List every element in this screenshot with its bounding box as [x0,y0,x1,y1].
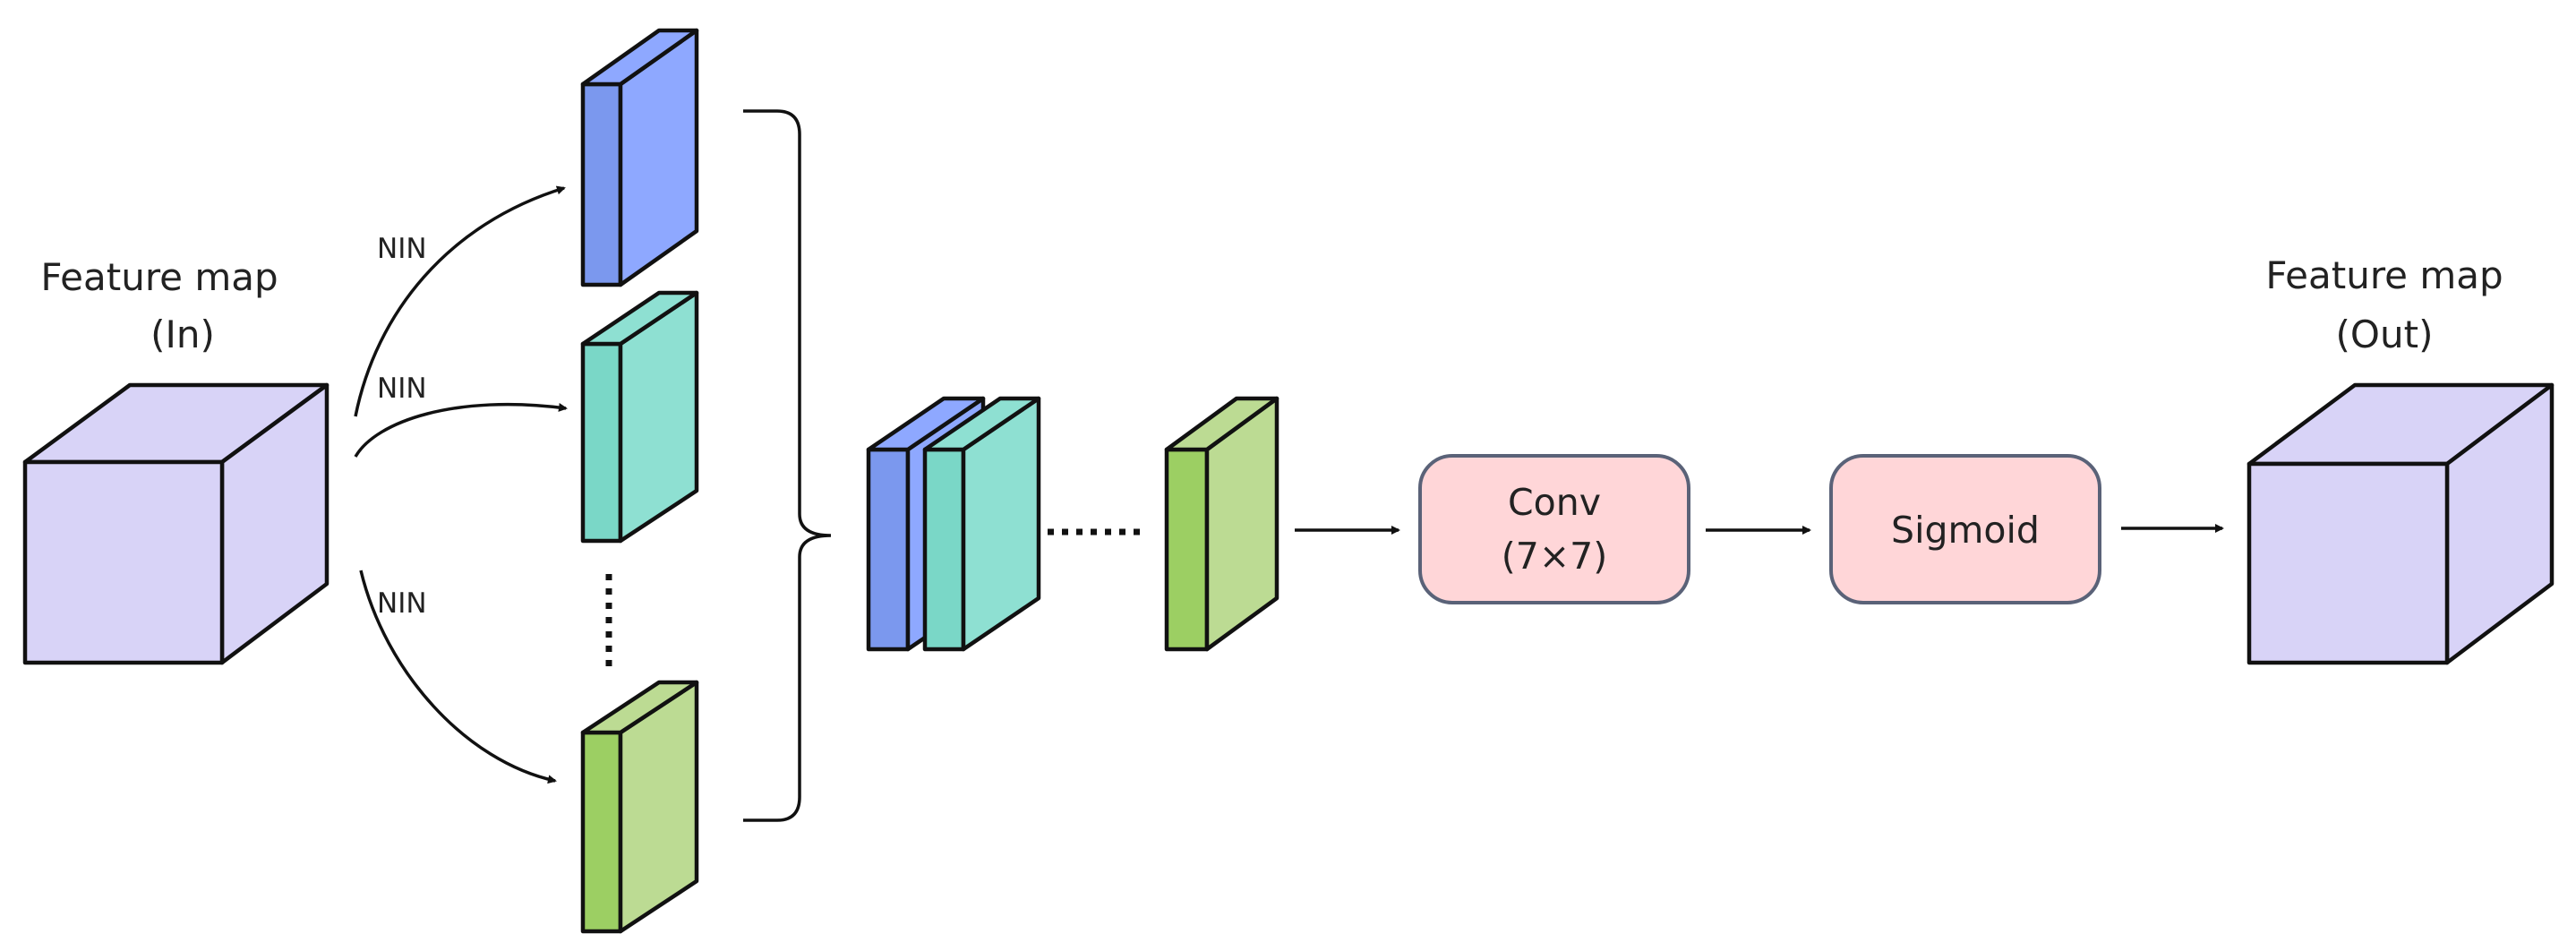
concat-slab-teal [922,396,1041,652]
output-subtitle: (Out) [2336,313,2434,356]
sigmoid-box [1829,454,2101,604]
nin-label-bottom: NIN [377,587,427,620]
nin-label-middle: NIN [377,373,427,405]
input-cube-front [22,459,225,665]
concat-green-top [1164,396,1279,452]
branch-slab-blue [580,28,699,287]
blue-slab-front [580,81,623,287]
output-cube-front [2247,461,2450,665]
branch-slab-green [580,680,699,934]
concat-brace [743,109,832,822]
branch-slab-teal [580,290,699,544]
conv-box [1418,454,1690,604]
teal-slab-front [580,341,623,544]
branch-arrow-top [354,185,566,417]
teal-slab-top [580,290,699,347]
concat-teal-top [922,396,1041,452]
conv-label: Conv [1508,481,1601,524]
output-feature-map-cube [2247,382,2555,665]
conv-kernel-size: (7×7) [1502,535,1608,578]
concat-blue-top [866,396,986,452]
branch-arrow-middle [354,402,568,458]
concat-blue-front [866,447,911,652]
green-slab-top [580,680,699,735]
output-title: Feature map [2265,253,2503,297]
input-feature-map-cube [22,382,329,665]
green-slab-front [580,730,623,934]
concat-slab-green [1164,396,1279,652]
concat-teal-front [922,447,966,652]
concat-green-front [1164,447,1210,652]
sigmoid-label: Sigmoid [1891,509,2040,552]
nin-label-top: NIN [377,233,427,265]
input-title: Feature map [40,255,278,299]
blue-slab-top [580,28,699,87]
branch-arrow-bottom [359,570,557,784]
input-subtitle: (In) [150,313,215,356]
